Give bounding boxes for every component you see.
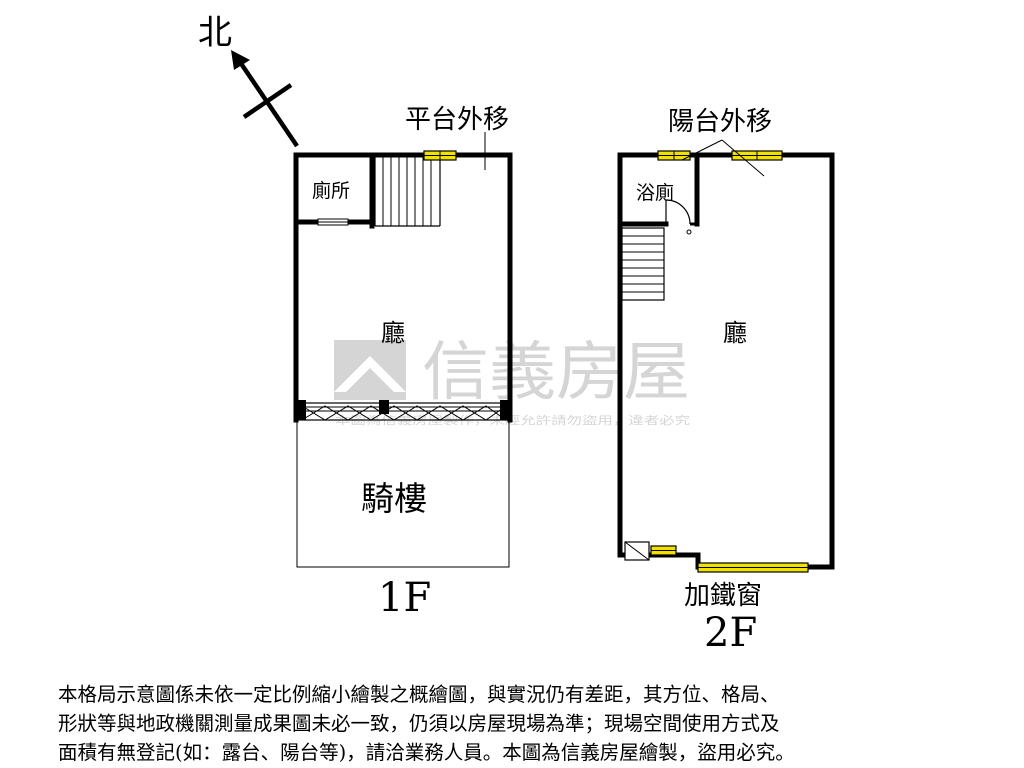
- floor-2-walls: [617, 152, 835, 570]
- north-arrow-icon: [231, 50, 250, 70]
- floor-2-balcony-label: 陽台外移: [668, 107, 772, 137]
- floor-1-plan: 平台外移 廁所 廳 騎樓 1F: [293, 105, 513, 621]
- floor-2-stairs: [621, 227, 665, 301]
- floor-2-corner-fixture: [624, 541, 677, 561]
- floor-1-arcade-label: 騎樓: [361, 479, 427, 518]
- floor-2-balcony-windows: [657, 150, 783, 161]
- floor-2-hall-label: 廳: [723, 319, 747, 347]
- floor-1-front-doors: [295, 400, 511, 421]
- north-compass: 北: [198, 13, 299, 148]
- watermark-brand: 信義房屋: [422, 336, 690, 410]
- floor-1-hall-label: 廳: [381, 319, 405, 347]
- compass-label: 北: [198, 13, 232, 53]
- floor-2-plan: 陽台外移 浴廁 廳 加鐵窗 2F: [617, 107, 835, 656]
- floor-1-balcony-label: 平台外移: [405, 105, 509, 135]
- floor-1-walls: [293, 152, 513, 423]
- disclaimer-line: 形狀等與地政機關測量成果圖未必一致，仍須以房屋現場為準；現場空間使用方式及: [58, 712, 780, 735]
- floor-1-floor-label: 1F: [378, 575, 431, 621]
- disclaimer-line: 本格局示意圖係未依一定比例縮小繪製之概繪圖，與實況仍有差距，其方位、格局、: [58, 683, 780, 706]
- disclaimer-line: 面積有無登記(如：露台、陽台等)，請洽業務人員。本圖為信義房屋繪製，盜用必究。: [58, 741, 795, 764]
- floor-1-stairs: [374, 157, 441, 227]
- floor-2-bath-door: [665, 199, 691, 225]
- floor-2-iron-window: [697, 562, 809, 573]
- disclaimer-text: 本格局示意圖係未依一定比例縮小繪製之概繪圖，與實況仍有差距，其方位、格局、 形狀…: [58, 680, 998, 767]
- watermark-logo-icon: [334, 340, 406, 400]
- floor-1-arcade: [296, 419, 510, 568]
- floor-2-bath-label: 浴廁: [636, 181, 674, 204]
- watermark: 信義房屋 本圖為信義房屋製作，未經允許請勿盜用，違者必究: [334, 336, 690, 427]
- floor-2-floor-label: 2F: [704, 610, 757, 656]
- floor-1-window: [423, 150, 457, 161]
- floor-plan-drawing: 信義房屋 本圖為信義房屋製作，未經允許請勿盜用，違者必究 北: [198, 13, 835, 656]
- floor-1-toilet-label: 廁所: [312, 179, 350, 202]
- floor-2-window-label: 加鐵窗: [684, 581, 762, 611]
